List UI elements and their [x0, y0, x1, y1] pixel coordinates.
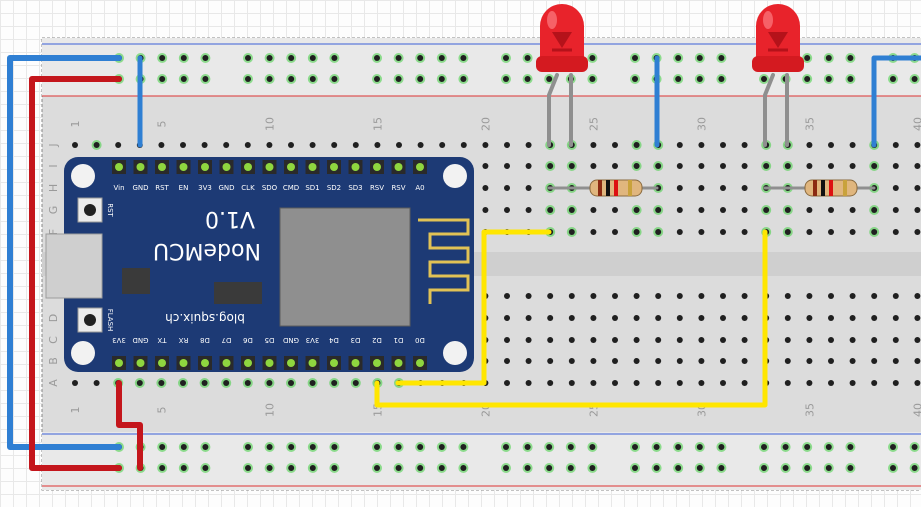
bottom-pin-label: D0	[415, 336, 425, 344]
bottom-pin-label: 3V3	[306, 336, 320, 344]
board-site: blog.squix.ch	[165, 311, 245, 325]
led1-leg-a	[547, 73, 559, 147]
top-pin-label: SD1	[305, 184, 319, 192]
board-version: V1.0	[205, 206, 255, 231]
top-pin-label: GND	[218, 184, 234, 192]
column-number: 35	[803, 117, 816, 131]
bottom-pin-label: D6	[243, 336, 253, 344]
breadboard-labels: 11551010151520202525303035354040JIHGFEDC…	[47, 117, 921, 417]
column-number: 5	[155, 407, 168, 414]
wifi-antenna-icon	[418, 218, 470, 304]
bottom-pin-label: RX	[178, 336, 188, 344]
top-pin-label: RSV	[370, 184, 384, 192]
column-number: 10	[263, 117, 276, 131]
row-letter: F	[47, 229, 60, 235]
column-number: 20	[479, 117, 492, 131]
top-pin-label: CLK	[241, 184, 255, 192]
row-letter: I	[47, 164, 60, 167]
yellow-wire-d2[interactable]	[395, 229, 552, 386]
column-number: 1	[69, 121, 82, 128]
bottom-pin-label: D1	[394, 336, 404, 344]
top-pin-label: Vin	[113, 184, 124, 192]
esp8266-module	[279, 207, 411, 327]
row-letter: D	[47, 314, 60, 322]
resistor-icon[interactable]	[589, 179, 643, 197]
top-pin-label: 3V3	[198, 184, 212, 192]
column-number: 5	[155, 121, 168, 128]
blue-wire-right[interactable]	[871, 55, 921, 148]
top-pin-label: RST	[155, 184, 169, 192]
top-pin-label: A0	[415, 184, 424, 192]
row-letter: B	[47, 357, 60, 365]
top-pin-label: SD3	[348, 184, 362, 192]
column-number: 30	[695, 117, 708, 131]
bottom-pin-label: D8	[200, 336, 210, 344]
bottom-pin-label: GND	[283, 336, 299, 344]
column-number: 40	[911, 117, 921, 131]
column-number: 25	[587, 117, 600, 131]
flash-button-label: FLASH	[106, 309, 114, 332]
bottom-pin-label: GND	[132, 336, 148, 344]
row-letter: J	[47, 143, 60, 147]
row-letter: C	[47, 336, 60, 344]
red-wire-left[interactable]	[29, 76, 122, 471]
bottom-pin-label: D2	[372, 336, 382, 344]
row-letter: A	[47, 379, 60, 387]
bottom-pin-label: D4	[329, 336, 339, 344]
usb-connector-icon[interactable]	[45, 233, 103, 299]
red-wire-3v3[interactable]	[116, 380, 143, 471]
top-pin-label: GND	[132, 184, 148, 192]
top-pin-label: RSV	[391, 184, 405, 192]
blue-wire-left[interactable]	[7, 55, 122, 450]
bottom-pin-label: 3V3	[112, 336, 126, 344]
row-letter: G	[47, 206, 60, 215]
bottom-pin-label: D5	[265, 336, 275, 344]
led2-leg-a	[763, 73, 775, 147]
column-number: 1	[69, 407, 82, 414]
bottom-pin-label: D3	[351, 336, 361, 344]
top-pin-label: SDO	[262, 184, 278, 192]
row-letter: H	[47, 184, 60, 192]
top-pin-label: CMD	[283, 184, 299, 192]
column-number: 10	[263, 403, 276, 417]
bottom-pin-label: TX	[157, 336, 167, 344]
top-pin-label: EN	[179, 184, 189, 192]
bottom-pin-label: D7	[222, 336, 232, 344]
bottom-power-rail	[42, 432, 921, 490]
yellow-wire-d1[interactable]	[374, 229, 768, 408]
column-number: 15	[371, 117, 384, 131]
top-pin-label: SD2	[327, 184, 341, 192]
led-icon[interactable]	[536, 4, 588, 72]
resistor-icon[interactable]	[804, 179, 858, 197]
column-number: 40	[911, 403, 921, 417]
column-number: 35	[803, 403, 816, 417]
rst-button-label: RST	[106, 203, 114, 217]
board-title: NodeMCU	[153, 238, 261, 263]
led-icon[interactable]	[752, 4, 804, 72]
